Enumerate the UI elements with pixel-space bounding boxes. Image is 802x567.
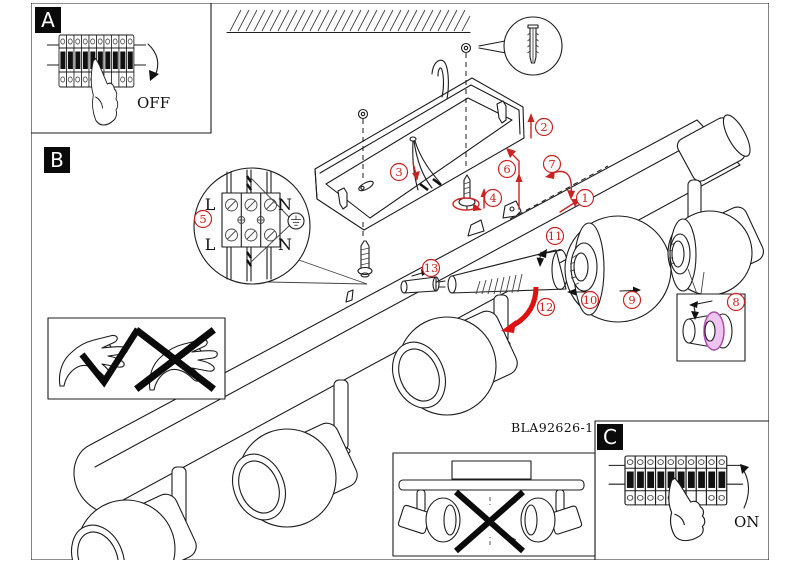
step-7-badge: 7 [542, 154, 562, 174]
section-c-label: C [597, 424, 623, 450]
terminal-label-neutral-top: N [278, 195, 292, 214]
terminal-detail-callout: L N L N 5 [193, 167, 368, 285]
fixture-bar [73, 114, 751, 513]
terminal-label-live-top: L [205, 195, 216, 214]
step-13-badge: 13 [421, 258, 441, 278]
step-10-badge: 10 [580, 290, 600, 310]
svg-text:3: 3 [395, 165, 402, 179]
prohibited-orientation-box [392, 452, 596, 557]
svg-text:1: 1 [581, 191, 588, 205]
drawing-area: L N L N 5 [31, 3, 769, 560]
svg-text:12: 12 [539, 300, 554, 314]
step-1-badge: 1 [575, 188, 595, 208]
step-9-badge: 9 [622, 290, 642, 310]
section-a: A OFF [35, 7, 170, 126]
insert-arrows [536, 249, 563, 267]
svg-text:7: 7 [548, 157, 555, 171]
svg-text:2: 2 [540, 120, 547, 134]
step-11-badge: 11 [545, 226, 565, 246]
x-mark-icon [454, 489, 525, 554]
svg-text:11: 11 [548, 229, 563, 243]
mains-cable [431, 59, 449, 100]
model-number: BLA92626-1 [511, 420, 593, 435]
screw-head-left [357, 108, 369, 120]
spot-head-mid-rear [222, 379, 362, 529]
ball-shade-with-ring [564, 215, 672, 323]
step-annotations [411, 113, 641, 333]
breaker-panel-off [46, 34, 147, 126]
ceiling-hatch-icon [226, 9, 471, 34]
step-5-badge: 5 [193, 209, 213, 229]
step-6-badge: 6 [497, 159, 517, 179]
check-mark-icon [79, 327, 141, 388]
terminal-label-live-bottom: L [205, 235, 216, 254]
svg-text:5: 5 [199, 212, 206, 226]
step-2-badge: 2 [534, 117, 554, 137]
svg-text:6: 6 [503, 162, 510, 176]
bar-tab-hook-left [345, 289, 354, 303]
bar-end-cap [676, 114, 751, 182]
wood-screw-left [357, 240, 373, 278]
bar-tab-screw [467, 219, 485, 237]
section-c: C ON [597, 424, 759, 542]
step-4-badge: 4 [483, 188, 503, 208]
terminal-label-neutral-bottom: N [278, 235, 292, 254]
mounting-bracket [314, 59, 525, 231]
screw-head-center [460, 42, 472, 54]
step-12-badge: 12 [536, 297, 556, 317]
bracket-hook-right [496, 100, 507, 124]
svg-text:13: 13 [424, 261, 439, 275]
socket-with-ring-icon [682, 311, 733, 351]
lamp-holder-tube [447, 248, 569, 295]
svg-text:9: 9 [628, 293, 635, 307]
ground-symbol-icon [287, 212, 305, 230]
spot-head-right [667, 179, 764, 296]
wall-anchor-icon [527, 24, 539, 64]
on-label: ON [734, 513, 759, 531]
bracket-hook-left [337, 187, 348, 210]
svg-text:C: C [603, 425, 617, 449]
halogen-bulb [400, 276, 446, 294]
svg-text:A: A [41, 8, 55, 32]
fasteners [357, 42, 609, 278]
spot-head-rear [61, 466, 201, 560]
on-arrow [743, 470, 750, 509]
slide-rotate-arrows [689, 300, 713, 320]
svg-text:8: 8 [732, 295, 739, 309]
step-8-badge: 8 [726, 292, 746, 312]
wall-anchor-callout [478, 16, 563, 76]
section-b-label: B [44, 147, 70, 173]
off-label: OFF [137, 94, 170, 112]
step-3-badge: 3 [389, 162, 409, 182]
keyhole-slot [358, 180, 374, 192]
mounting-screw-4 [458, 174, 476, 210]
bracket-wires [409, 136, 442, 192]
ring-detail-callout: 8 [676, 268, 746, 362]
svg-text:4: 4 [489, 191, 496, 205]
terminal-block [221, 177, 291, 263]
svg-text:B: B [50, 148, 64, 172]
lamp-handling-box [47, 317, 226, 400]
breaker-panel-on [608, 455, 744, 542]
section-a-label: A [35, 7, 61, 33]
svg-text:10: 10 [583, 293, 598, 307]
